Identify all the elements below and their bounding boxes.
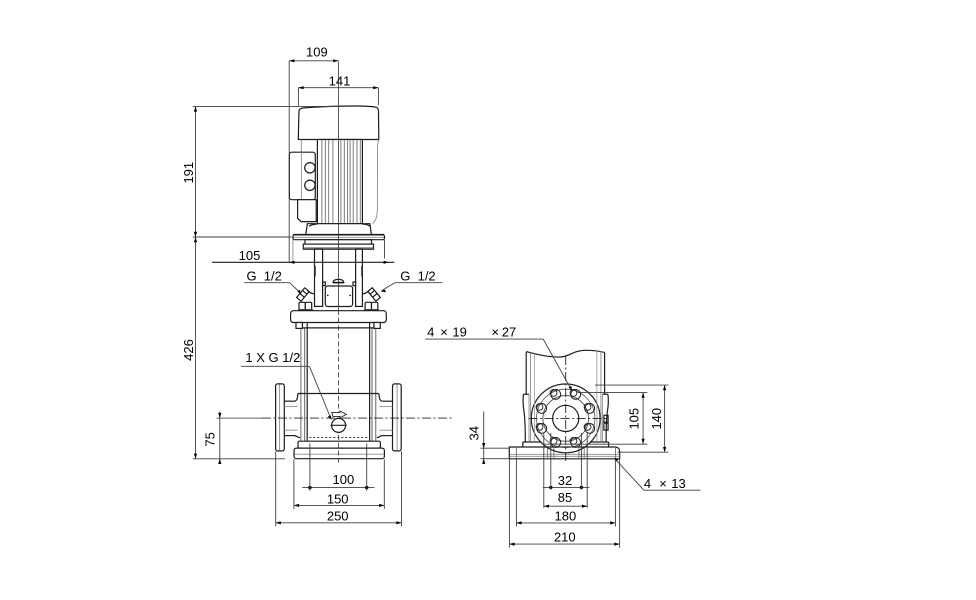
svg-text:G: G — [400, 268, 410, 283]
svg-text:141: 141 — [329, 74, 351, 89]
svg-text:191: 191 — [181, 162, 196, 184]
svg-text:1/2: 1/2 — [264, 268, 282, 283]
svg-text:105: 105 — [239, 248, 261, 263]
svg-text:180: 180 — [555, 508, 577, 523]
svg-text:G: G — [247, 268, 257, 283]
svg-text:210: 210 — [554, 530, 576, 545]
svg-text:×: × — [491, 325, 499, 340]
svg-text:1 X G 1/2: 1 X G 1/2 — [245, 350, 300, 365]
svg-text:150: 150 — [327, 492, 349, 507]
svg-text:19: 19 — [452, 325, 466, 340]
svg-text:105: 105 — [627, 408, 642, 430]
svg-text:1/2: 1/2 — [418, 268, 436, 283]
svg-text:100: 100 — [333, 472, 355, 487]
svg-text:250: 250 — [327, 509, 349, 524]
svg-text:109: 109 — [306, 45, 328, 60]
svg-text:×: × — [440, 325, 448, 340]
svg-text:4: 4 — [644, 476, 651, 491]
svg-text:140: 140 — [649, 408, 664, 430]
svg-text:426: 426 — [181, 339, 196, 361]
svg-text:4: 4 — [427, 325, 434, 340]
svg-text:×: × — [659, 476, 667, 491]
svg-text:32: 32 — [558, 473, 572, 488]
svg-text:34: 34 — [466, 426, 481, 440]
svg-text:75: 75 — [203, 432, 218, 446]
svg-text:85: 85 — [558, 490, 572, 505]
svg-text:27: 27 — [502, 325, 516, 340]
svg-text:13: 13 — [671, 476, 685, 491]
